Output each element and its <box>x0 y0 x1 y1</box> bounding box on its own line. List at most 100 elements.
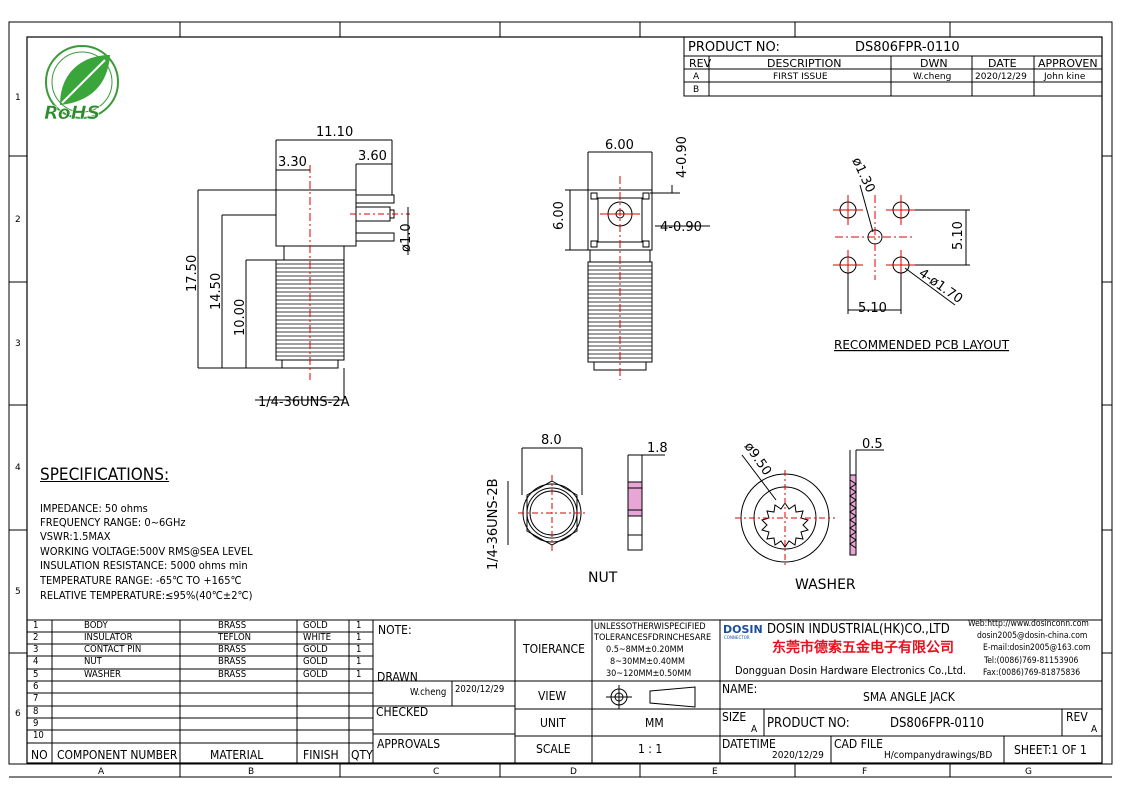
bom-no-cell: 8 <box>33 706 39 717</box>
spec-line: WORKING VOLTAGE:500V RMS@SEA LEVEL <box>40 545 253 558</box>
bom-header-material: MATERIAL <box>210 748 264 762</box>
scale-value: 1 : 1 <box>638 742 663 756</box>
tolerance-line: 8~30MM±0.40MM <box>610 657 685 667</box>
dim-label: 6.00 <box>552 201 567 230</box>
frame-col-label: E <box>712 767 718 777</box>
col-date: DATE <box>988 57 1017 70</box>
projection-symbol <box>606 685 696 709</box>
bom-material-cell: BRASS <box>218 669 247 680</box>
washer-view <box>735 449 884 566</box>
dim-label: 4-0.90 <box>660 220 702 235</box>
frame-col-label: A <box>98 767 105 777</box>
bom-no-cell: 1 <box>33 620 39 631</box>
spec-line: IMPEDANCE: 50 ohms <box>40 502 148 515</box>
bom-header-no: NO <box>31 748 48 762</box>
product-no-label-bottom: PRODUCT NO: <box>767 716 850 731</box>
size-value: A <box>751 724 758 735</box>
scale-label: SCALE <box>536 742 571 756</box>
name-label: NAME: <box>722 682 758 696</box>
spec-line: VSWR:1.5MAX <box>40 530 111 543</box>
dim-label: 10.00 <box>233 299 248 336</box>
thread-label: 1/4-36UNS-2A <box>258 395 350 410</box>
unit-label: UNIT <box>540 716 566 730</box>
pcb-layout <box>833 184 970 314</box>
col-approven: APPROVEN <box>1038 57 1098 70</box>
bom-qty-cell: 1 <box>356 669 362 680</box>
checked-label: CHECKED <box>376 705 429 719</box>
dim-label: 4-ø1.70 <box>916 266 965 307</box>
bom-qty-cell: 1 <box>356 656 362 667</box>
bom-header-finish: FINISH <box>303 748 339 762</box>
spec-line: FREQUENCY RANGE: 0~6GHz <box>40 516 186 529</box>
approvals-label: APPROVALS <box>377 737 441 751</box>
unit-value: MM <box>645 716 664 730</box>
dim-label: 4-0.90 <box>675 136 690 178</box>
bom-material-cell: BRASS <box>218 644 247 655</box>
bom-finish-cell: GOLD <box>303 669 328 680</box>
spec-line: RELATIVE TEMPERATURE:≤95%(40℃±2℃) <box>40 589 253 602</box>
frame-col-label: G <box>1025 767 1032 777</box>
rev-cell: B <box>693 85 699 95</box>
bom-no-cell: 5 <box>33 669 39 680</box>
col-description: DESCRIPTION <box>767 57 841 70</box>
tolerance-line: 0.5~8MM±0.20MM <box>606 645 684 655</box>
bom-finish-cell: GOLD <box>303 656 328 667</box>
bom-component-cell: WASHER <box>84 669 121 680</box>
dim-label: ø9.50 <box>741 440 774 479</box>
desc-cell: FIRST ISSUE <box>773 72 828 82</box>
spec-line: TEMPERATURE RANGE: -65℃ TO +165℃ <box>40 574 242 587</box>
bottom-table-grid <box>26 619 1103 764</box>
drawn-by: W.cheng <box>410 687 447 698</box>
spec-line: INSULATION RESISTANCE: 5000 ohms min <box>40 559 248 572</box>
sheet-number: SHEET:1 OF 1 <box>1014 743 1087 757</box>
dim-label: 6.00 <box>605 138 634 153</box>
rev-cell: A <box>693 72 700 82</box>
view-label: VIEW <box>538 689 567 703</box>
product-no-label: PRODUCT NO: <box>688 40 780 55</box>
side-view <box>197 139 410 401</box>
dim-label: 17.50 <box>185 255 200 292</box>
bom-no-cell: 9 <box>33 718 39 729</box>
bom-component-cell: CONTACT PIN <box>84 644 142 655</box>
tolerance-label: TOIERANCE <box>523 642 585 656</box>
dwn-cell: W.cheng <box>913 72 951 82</box>
bom-no-cell: 2 <box>33 632 39 643</box>
bom-header-qty: QTY <box>351 748 373 762</box>
cad-file-label: CAD FILE <box>834 737 883 751</box>
bom-no-cell: 10 <box>33 730 44 741</box>
front-view <box>565 151 710 380</box>
name-value: SMA ANGLE JACK <box>863 690 955 704</box>
bom-component-cell: INSULATOR <box>84 632 133 643</box>
nut-view <box>507 447 665 552</box>
dim-label: 1/4-36UNS-2B <box>486 478 501 570</box>
rohs-text: RoHS <box>44 102 100 124</box>
col-rev: REV <box>689 57 712 70</box>
note-label: NOTE: <box>378 623 412 637</box>
company-name-en2: Dongguan Dosin Hardware Electronics Co.,… <box>735 664 967 677</box>
frame-row-label: 4 <box>15 463 21 473</box>
bom-finish-cell: GOLD <box>303 620 328 631</box>
datetime-label: DATETIME <box>722 737 776 751</box>
cad-file-value: H/companydrawings/BD <box>884 750 993 761</box>
dim-label: 0.5 <box>862 437 883 452</box>
approven-cell: John kine <box>1043 72 1086 82</box>
bom-qty-cell: 1 <box>356 620 362 631</box>
dim-label: 8.0 <box>541 433 562 448</box>
frame-col-label: F <box>862 767 867 777</box>
bom-material-cell: BRASS <box>218 656 247 667</box>
rev-label-bottom: REV <box>1066 710 1088 724</box>
dim-label: ø1.30 <box>848 155 877 195</box>
dim-label: 3.30 <box>278 155 307 170</box>
drawn-date: 2020/12/29 <box>455 684 505 695</box>
specifications-heading: SPECIFICATIONS: <box>40 465 170 485</box>
rohs-logo: RoHS <box>44 45 119 124</box>
bom-no-cell: 6 <box>33 681 39 692</box>
frame-col-label: B <box>248 767 254 777</box>
washer-label: WASHER <box>795 577 856 593</box>
frame-row-label: 5 <box>15 587 21 597</box>
frame-col-label: D <box>570 767 577 777</box>
bom-no-cell: 4 <box>33 656 39 667</box>
bom-no-cell: 7 <box>33 693 39 704</box>
company-logo: DOSIN <box>723 623 763 636</box>
